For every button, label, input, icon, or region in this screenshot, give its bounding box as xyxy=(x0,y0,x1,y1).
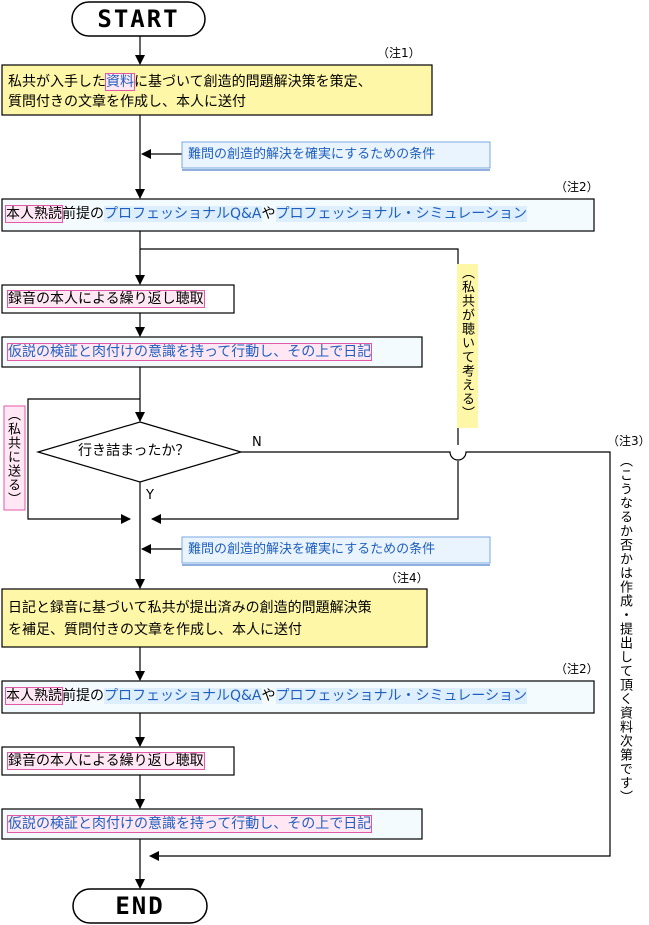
step6-simulation: プロフェッショナル・シミュレーション xyxy=(275,688,527,704)
decision-text: 行き詰まったか？ xyxy=(78,443,190,459)
step7-text: 録音の本人による繰り返し聴取 xyxy=(7,752,205,770)
step3-text: 録音の本人による繰り返し聴取 xyxy=(7,290,205,308)
step4-label: 仮説の検証と肉付けの意識を持って行動し、その上で日記 xyxy=(6,343,373,361)
end-terminal xyxy=(72,888,208,924)
step6-qa: プロフェッショナルQ&A xyxy=(104,688,262,704)
step6-read: 本人熟読 xyxy=(5,687,63,705)
send-loop-line xyxy=(27,398,140,524)
end-label: END xyxy=(115,892,165,920)
step8-text: 仮説の検証と肉付けの意識を持って行動し、その上で日記 xyxy=(6,815,373,833)
step2-simulation: プロフェッショナル・シミュレーション xyxy=(275,206,527,222)
step3-label: 録音の本人による繰り返し聴取 xyxy=(7,290,205,308)
start-label: START xyxy=(97,5,180,33)
step1-line1a: 私共が入手した xyxy=(8,74,106,90)
listen-label-box xyxy=(457,264,478,428)
condition1-text: 難問の創造的解決を確実にするための条件 xyxy=(188,147,436,162)
step5-text: 日記と録音に基づいて私共が提出済みの創造的問題解決策 を補足、質問付きの文章を作… xyxy=(8,597,372,641)
step2-and: や xyxy=(261,206,276,222)
condition1-box xyxy=(181,141,491,169)
start-terminal xyxy=(71,1,206,37)
step8-label: 仮説の検証と肉付けの意識を持って行動し、その上で日記 xyxy=(6,815,373,833)
no-branch-line xyxy=(149,451,611,861)
step6-premise: 前提の xyxy=(62,688,104,704)
step4-text: 仮説の検証と肉付けの意識を持って行動し、その上で日記 xyxy=(6,343,373,361)
note4: （注4） xyxy=(385,571,429,585)
note3: （注3） xyxy=(607,434,649,448)
step1-document-link: 資料 xyxy=(105,73,135,91)
yes-label: Y xyxy=(146,488,154,503)
listen-return-line xyxy=(151,461,459,524)
step2-text: 本人熟読前提のプロフェッショナルQ&Aやプロフェッショナル・シミュレーション xyxy=(5,205,527,223)
note1: （注1） xyxy=(377,46,421,60)
condition2-text: 難問の創造的解決を確実にするための条件 xyxy=(188,542,436,557)
step5-line1: 日記と録音に基づいて私共が提出済みの創造的問題解決策 xyxy=(8,600,372,616)
depends-on-materials-label: （こうなるか否かは作成・提出して頂く資料次第です） xyxy=(617,454,632,804)
send-to-us-label: （私共に送る） xyxy=(5,408,20,506)
step2-qa: プロフェッショナルQ&A xyxy=(104,206,262,222)
step1-line1c: に基づいて創造的問題解決策を策定、 xyxy=(134,74,372,90)
step6-and: や xyxy=(261,688,276,704)
step5-line2: を補足、質問付きの文章を作成し、本人に送付 xyxy=(8,622,302,638)
step1-text: 私共が入手した資料に基づいて創造的問題解決策を策定、 質問付きの文章を作成し、本… xyxy=(8,72,372,112)
depends-label-box xyxy=(616,452,638,832)
step7-label: 録音の本人による繰り返し聴取 xyxy=(7,752,205,770)
note2b: （注2） xyxy=(555,662,599,676)
step6-text: 本人熟読前提のプロフェッショナルQ&Aやプロフェッショナル・シミュレーション xyxy=(5,687,527,705)
step2-premise: 前提の xyxy=(62,206,104,222)
step5-box xyxy=(1,588,428,648)
note2a: （注2） xyxy=(555,180,599,194)
step1-line2: 質問付きの文章を作成し、本人に送付 xyxy=(8,94,246,110)
send-label-box xyxy=(3,405,26,511)
condition2-box xyxy=(181,536,491,564)
step1-box xyxy=(1,64,433,116)
step2-read: 本人熟読 xyxy=(5,205,63,223)
no-label: N xyxy=(252,435,262,450)
we-listen-label: （私共が聴いて考える） xyxy=(459,266,474,420)
